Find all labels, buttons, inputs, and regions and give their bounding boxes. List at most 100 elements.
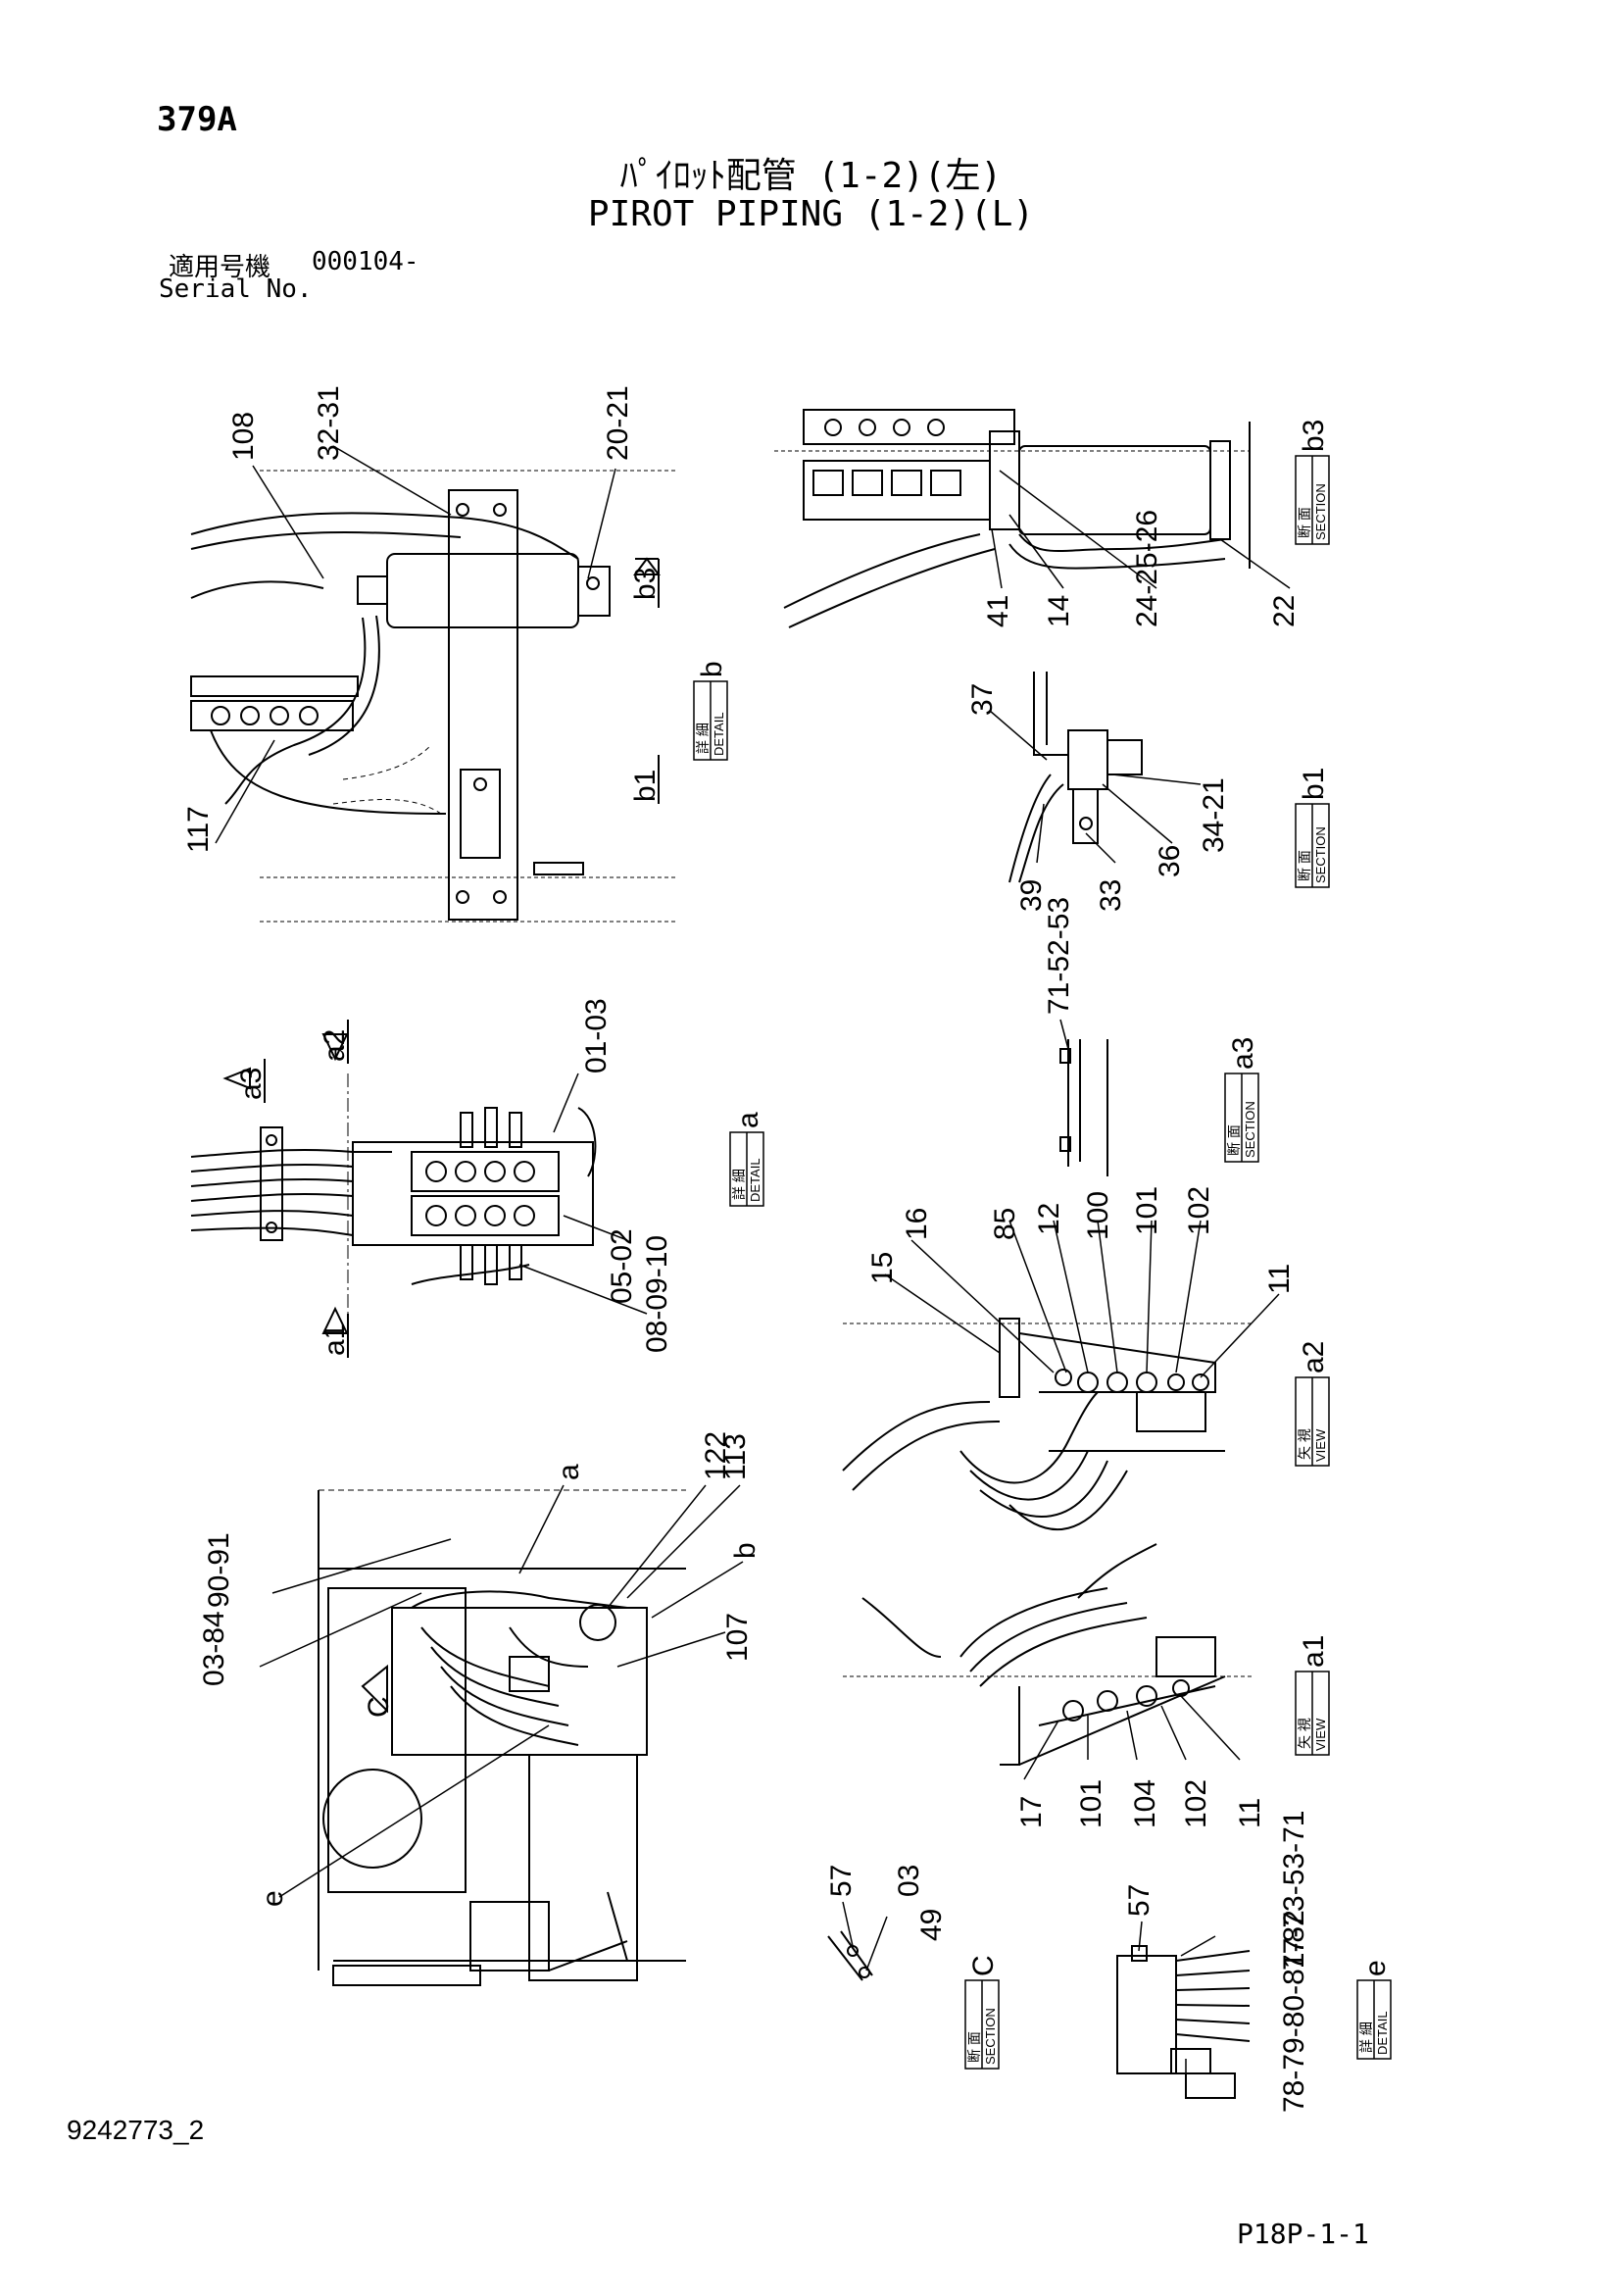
box-letter: e [1359, 1960, 1392, 1976]
part-number-label: 104 [1129, 1779, 1161, 1828]
view-mark-b3: b3 [629, 568, 662, 600]
part-number-label: 90-91 [203, 1532, 235, 1608]
part-number-label: b [729, 1542, 762, 1559]
view-arrow-b3: b3 [629, 557, 662, 608]
serial-number-value: 000104- [312, 247, 419, 276]
box-label-japanese: 詳 細 [695, 723, 711, 754]
serial-label-english: Serial No. [159, 275, 313, 304]
part-number-label: 17 [1015, 1796, 1048, 1828]
part-number-label: 108 [227, 412, 260, 461]
box-label-japanese: 断 面 [1226, 1124, 1242, 1156]
serial-label-japanese: 適用号機 [169, 253, 271, 282]
box-label-japanese: 断 面 [1297, 850, 1312, 881]
box-letter: C [967, 1955, 1000, 1976]
detail-b-drawing [190, 470, 676, 923]
part-number-label: 15 [866, 1252, 899, 1284]
part-number-label: 100 [1082, 1191, 1114, 1240]
box-label-english: VIEW [1313, 1718, 1328, 1751]
main-assembly-drawing [318, 1489, 686, 1986]
part-number-label: 102 [1180, 1779, 1212, 1828]
box-label-english: SECTION [1313, 483, 1328, 540]
section-a3-drawing [1059, 1039, 1108, 1176]
document-number: 9242773_2 [67, 2115, 205, 2145]
box-label-japanese: 矢 視 [1297, 1428, 1312, 1460]
view-arrow-b1: b1 [629, 755, 662, 804]
part-number-label: 20-21 [602, 385, 634, 461]
part-number-label: 11 [1263, 1264, 1296, 1294]
part-number-label: 78-79-80-81-82 [1278, 1910, 1310, 2113]
box-letter: b1 [1298, 768, 1330, 800]
view-arrow-a3: a3 [222, 1059, 268, 1103]
part-number-label: 39 [1015, 879, 1048, 912]
box-letter: b [696, 661, 728, 677]
box-label-english: VIEW [1313, 1428, 1328, 1462]
view-mark-a1: a1 [319, 1323, 351, 1356]
part-number-label: 05-02 [606, 1228, 638, 1304]
box-letter: a [732, 1112, 764, 1128]
part-number-label: 34-21 [1198, 777, 1230, 853]
part-number-label: 37 [966, 683, 999, 716]
view-arrow-a2: a2 [319, 1020, 351, 1064]
view-a2-drawing [842, 1318, 1254, 1531]
box-label-japanese: 詳 細 [731, 1169, 747, 1200]
box-letter: a1 [1298, 1635, 1330, 1668]
box-label-english: DETAIL [1375, 2011, 1390, 2055]
part-number-label: 16 [901, 1208, 933, 1240]
view-mark-a3: a3 [235, 1068, 268, 1100]
view-mark-c: C [363, 1696, 395, 1718]
page-reference: P18P-1-1 [1237, 2218, 1369, 2250]
part-number-label: 57 [825, 1865, 858, 1897]
box-letter: b3 [1298, 420, 1330, 452]
detail-e-drawing [1116, 1945, 1251, 2099]
part-number-label: 107 [721, 1613, 754, 1662]
part-number-label: e [257, 1890, 289, 1907]
box-label-japanese: 断 面 [1297, 507, 1312, 538]
box-label-japanese: 断 面 [966, 2031, 982, 2063]
part-number-label: 77-73-53-71 [1278, 1811, 1310, 1971]
part-number-label: 08-09-10 [641, 1235, 673, 1353]
part-number-label: 49 [915, 1909, 948, 1941]
part-number-label: 33 [1095, 879, 1127, 912]
part-number-label: 03-84 [198, 1611, 230, 1686]
part-number-label: 22 [1268, 595, 1301, 627]
section-b1-drawing [1008, 672, 1143, 883]
box-label-japanese: 矢 視 [1297, 1718, 1312, 1749]
part-number-label: 85 [989, 1208, 1021, 1240]
box-letter: a3 [1227, 1037, 1259, 1070]
part-number-label: 14 [1043, 595, 1075, 627]
view-arrow-a1: a1 [319, 1306, 351, 1358]
page-title-english: PIROT PIPING (1-2)(L) [587, 194, 1035, 234]
part-number-label: 71-52-53 [1043, 897, 1075, 1015]
view-a1-drawing [843, 1543, 1254, 1766]
box-label-english: SECTION [983, 2008, 998, 2065]
leader-lines [215, 445, 1291, 2088]
section-c-drawing [827, 1930, 873, 1981]
part-number-label: 12 [1033, 1203, 1065, 1235]
part-number-label: 117 [182, 806, 215, 853]
box-label-japanese: 詳 細 [1358, 2021, 1374, 2053]
part-number-label: 113 [719, 1433, 752, 1480]
page-title-japanese: ﾊﾟｲﾛｯﾄ配管 (1-2)(左) [619, 156, 1003, 196]
part-number-label: 03 [893, 1865, 925, 1897]
box-letter: a2 [1298, 1341, 1330, 1373]
part-number-label: 122 [700, 1431, 732, 1480]
part-number-label: 24-25-26 [1131, 510, 1163, 627]
part-number-label: 101 [1131, 1186, 1163, 1235]
box-label-english: SECTION [1243, 1101, 1257, 1158]
part-number-label: 32-31 [313, 385, 345, 461]
view-arrow-c: C [361, 1664, 395, 1721]
box-label-english: DETAIL [712, 712, 726, 756]
view-mark-b1: b1 [629, 770, 662, 802]
view-mark-a2: a2 [319, 1029, 351, 1062]
detail-a-drawing [190, 1073, 597, 1319]
